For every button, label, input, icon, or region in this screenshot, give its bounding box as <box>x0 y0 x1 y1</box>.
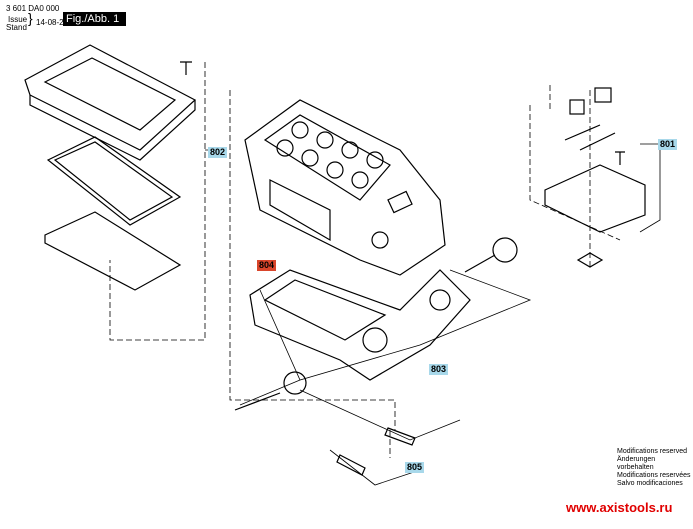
issue-date: 14-08-20 <box>36 18 69 27</box>
figure-label: Fig./Abb. 1 <box>63 12 126 26</box>
rubber-feet <box>336 427 416 476</box>
knob-right <box>464 237 518 273</box>
mods-de: Änderungen vorbehalten <box>617 456 656 471</box>
part-label-803[interactable]: 803 <box>429 364 449 375</box>
issue-label: Issue <box>8 15 28 24</box>
screw-left-top <box>180 61 192 75</box>
handle <box>249 269 471 381</box>
mods-en: Modifications reserved <box>617 448 688 455</box>
battery-housing <box>244 99 446 276</box>
cover-plate <box>44 211 182 291</box>
part-label-804[interactable]: 804 <box>257 260 277 271</box>
modifications-notice: Modifications reserved Änderungen vorbeh… <box>617 448 693 488</box>
stand-label: Stand <box>6 23 27 32</box>
part-label-802[interactable]: 802 <box>208 147 228 158</box>
top-frame <box>24 44 197 161</box>
right-clip-assembly <box>544 87 646 268</box>
part-label-805[interactable]: 805 <box>405 462 425 473</box>
doc-number: 3 601 DA0 000 <box>6 4 60 13</box>
mods-fr: Modifications reservées <box>617 472 691 479</box>
website-link[interactable]: www.axistools.ru <box>566 500 673 515</box>
gasket <box>46 136 182 226</box>
knob-left <box>234 371 307 411</box>
mods-es: Salvo modificaciones <box>617 480 683 487</box>
part-label-801[interactable]: 801 <box>658 139 678 150</box>
